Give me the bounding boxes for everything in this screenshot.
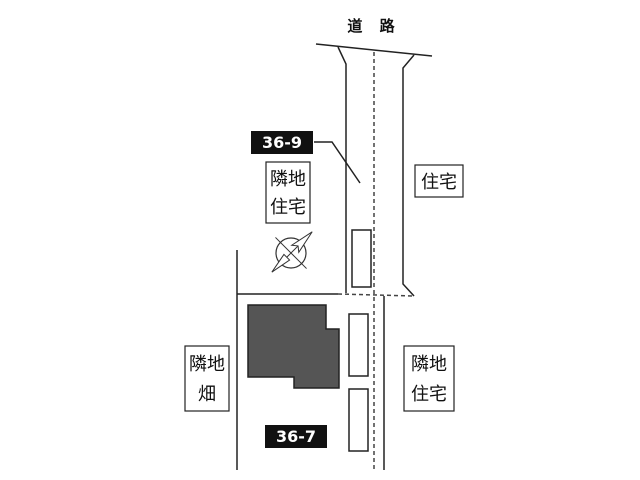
svg-text:隣地: 隣地 — [270, 169, 306, 190]
north-compass-icon — [271, 231, 313, 273]
svg-text:住宅: 住宅 — [411, 384, 447, 405]
lot-tag-leader-line — [314, 141, 361, 184]
svg-text:36-9: 36-9 — [262, 133, 302, 152]
svg-text:隣地: 隣地 — [411, 354, 447, 375]
building-footprint — [247, 304, 340, 389]
access-strip-right-boundary — [402, 54, 415, 297]
neighbor-label-bottom-left: 隣地 畑 — [184, 345, 230, 412]
parking-space — [351, 229, 372, 288]
svg-text:畑: 畑 — [198, 384, 216, 405]
neighbor-label-bottom-right: 隣地 住宅 — [403, 345, 455, 412]
svg-text:住宅: 住宅 — [421, 172, 457, 193]
lot-tag-36-7: 36-7 — [265, 425, 327, 448]
parking-space — [348, 313, 369, 377]
parking-space — [348, 388, 369, 452]
road-label: 道 路 — [347, 17, 400, 35]
neighbor-label-top-right: 住宅 — [414, 164, 464, 198]
lot-tag-36-9: 36-9 — [251, 131, 313, 154]
lot-boundary-dashed-line — [337, 293, 415, 297]
road-edge-line — [315, 43, 433, 57]
access-strip-left-boundary — [337, 46, 347, 293]
svg-text:36-7: 36-7 — [276, 427, 316, 446]
svg-text:住宅: 住宅 — [270, 197, 306, 218]
neighbor-label-top-left: 隣地 住宅 — [265, 161, 311, 224]
svg-text:隣地: 隣地 — [189, 354, 225, 375]
